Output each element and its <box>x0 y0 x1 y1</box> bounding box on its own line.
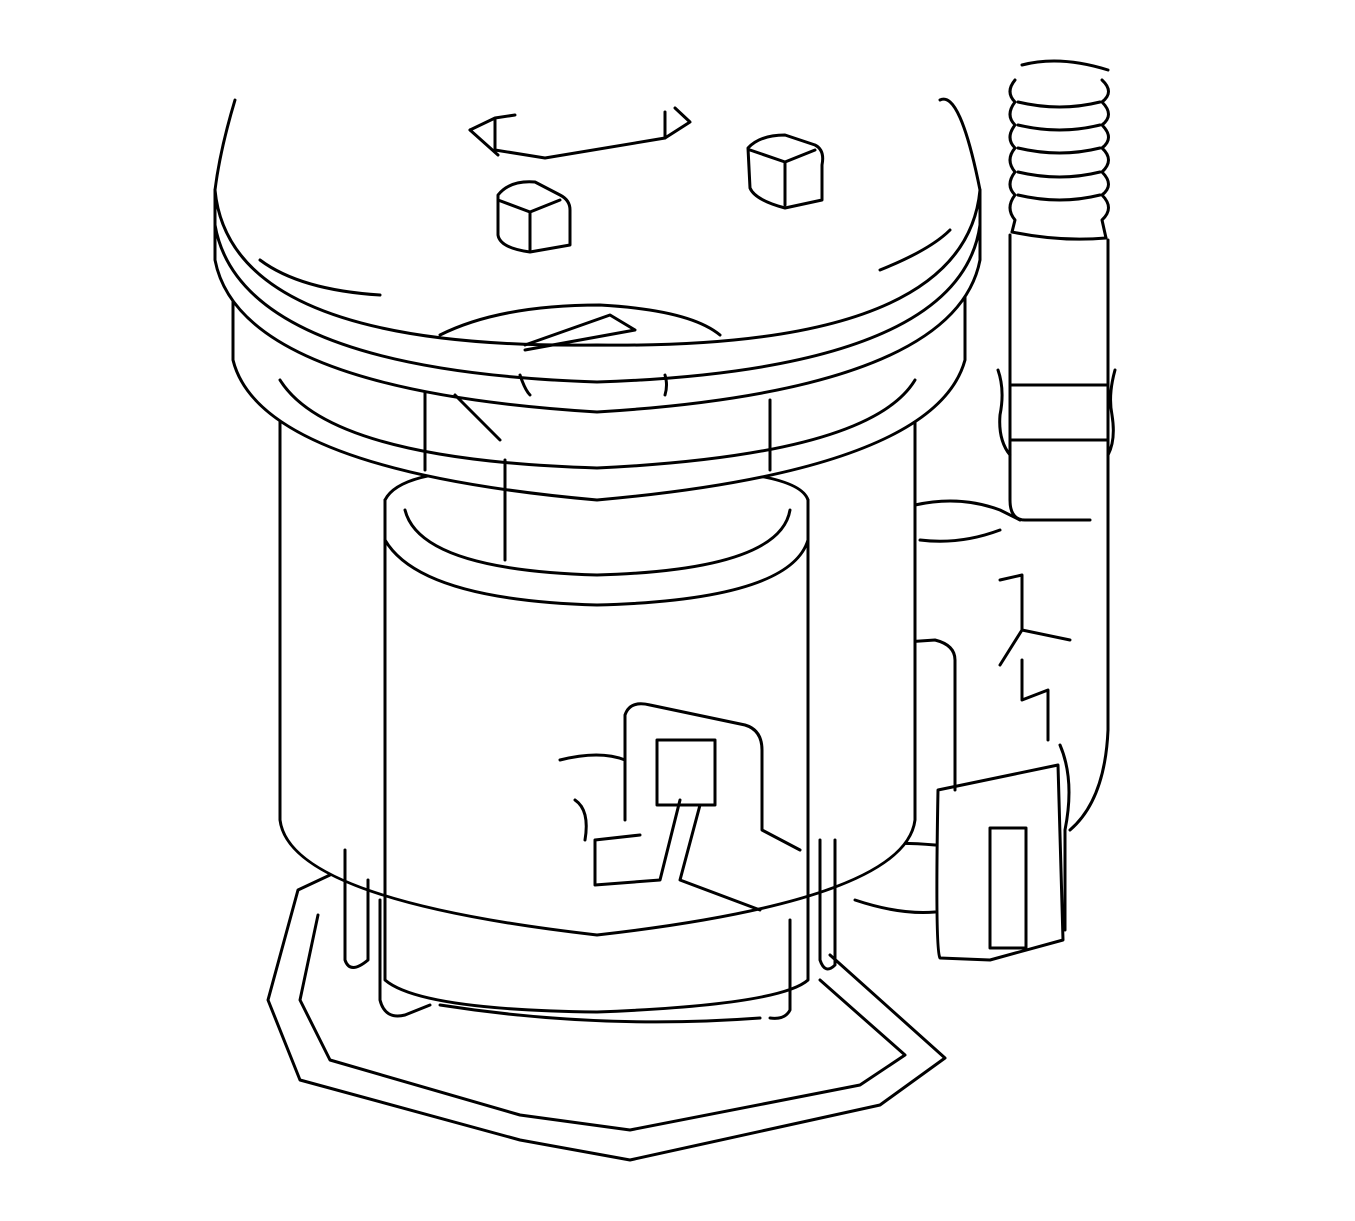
base-strainer-plate <box>266 873 947 1162</box>
bellows-hose <box>1008 59 1110 241</box>
fuel-outlet-tube <box>996 233 1117 832</box>
top-connectors <box>468 106 825 254</box>
pump-bracket <box>558 702 802 912</box>
bracket-legs <box>343 838 837 1024</box>
pump-motor <box>383 468 810 1014</box>
top-cap <box>213 97 982 414</box>
internal-fuel-level-detail <box>438 303 722 442</box>
